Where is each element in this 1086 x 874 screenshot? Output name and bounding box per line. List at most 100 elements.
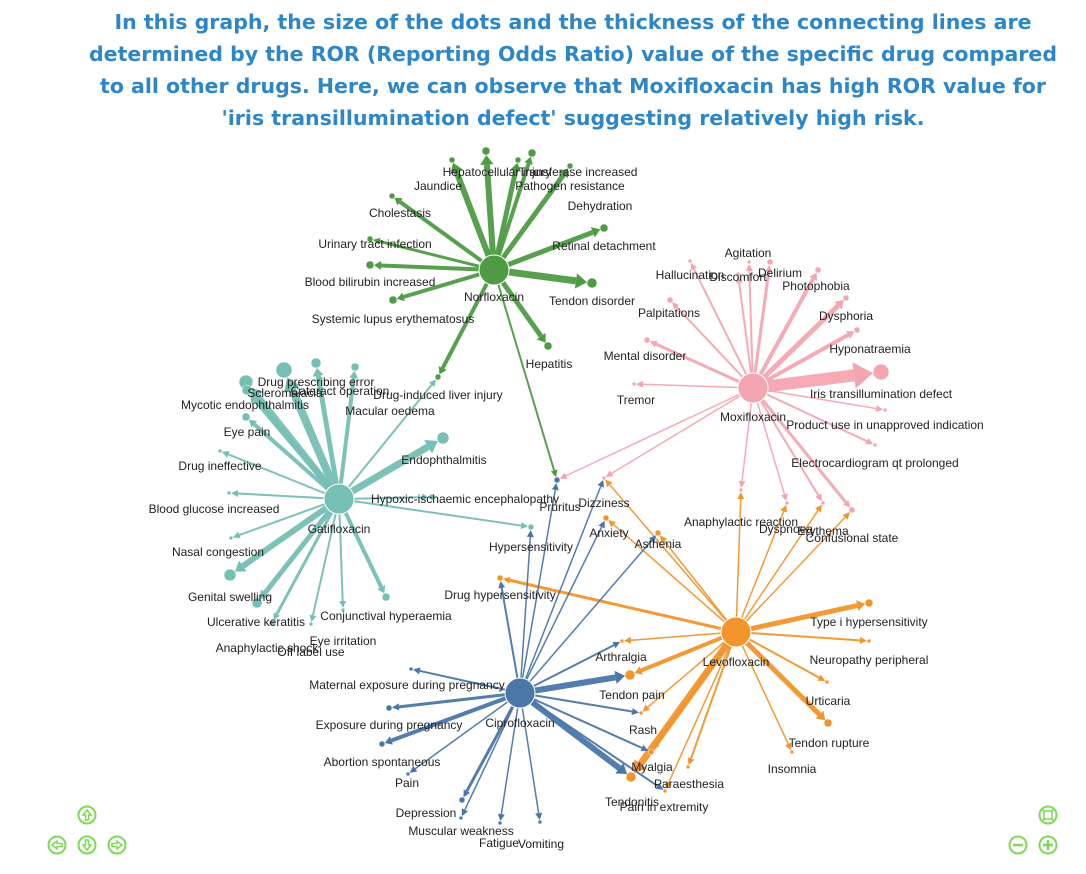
node-pain-in-extremity[interactable]: [662, 788, 668, 794]
edge-gatifloxacin-macular-oedema[interactable]: [337, 377, 356, 500]
node-insomnia[interactable]: [789, 749, 795, 755]
node-macular-oedema[interactable]: [350, 362, 360, 372]
zoom-out-button[interactable]: [1008, 835, 1028, 855]
edge-ciprofloxacin-myalgia[interactable]: [519, 692, 643, 749]
edge-levofloxacin-tendon-rupture[interactable]: [734, 630, 822, 717]
edge-norfloxacin-cholestasis[interactable]: [398, 200, 496, 272]
node-genital-swelling[interactable]: [223, 568, 237, 582]
edge-levofloxacin-insomnia[interactable]: [735, 631, 789, 745]
edge-ciprofloxacin-dizziness[interactable]: [519, 486, 602, 694]
node-hypoxic-ischaemic-encephalopathy[interactable]: [428, 493, 436, 501]
node-abortion-spontaneous[interactable]: [378, 740, 386, 748]
edge-moxifloxacin-iris-transillumination-defect[interactable]: [752, 369, 855, 394]
edge-gatifloxacin-nasal-congestion[interactable]: [239, 498, 340, 536]
hub-levofloxacin[interactable]: [720, 616, 752, 648]
node-vomiting[interactable]: [537, 819, 543, 825]
edge-gatifloxacin-drug-induced-liver-injury[interactable]: [338, 384, 433, 500]
node-drug-hypersensitivity[interactable]: [496, 574, 504, 582]
pan-right-button[interactable]: [107, 835, 127, 855]
node-myalgia[interactable]: [647, 748, 655, 756]
edge-ciprofloxacin-asthenia[interactable]: [519, 540, 653, 694]
edge-levofloxacin-drug-hypersensitivity[interactable]: [509, 578, 737, 634]
node-asthenia[interactable]: [654, 529, 662, 537]
node-palpitations[interactable]: [666, 296, 674, 304]
node-delirium[interactable]: [766, 258, 774, 266]
node-ulcerative-keratitis[interactable]: [251, 597, 263, 609]
node-depression[interactable]: [458, 796, 466, 804]
node-drug-ineffective[interactable]: [217, 448, 223, 454]
node-pain[interactable]: [405, 771, 411, 777]
edge-levofloxacin-dyspnoea[interactable]: [735, 511, 785, 633]
node-mycotic-endophthalmitis[interactable]: [241, 384, 253, 396]
edge-levofloxacin-tendon-pain[interactable]: [640, 630, 737, 673]
edge-levofloxacin-pain-in-extremity[interactable]: [667, 631, 737, 784]
node-blood-bilirubin-increased[interactable]: [365, 260, 375, 270]
edge-norfloxacin-dehydration[interactable]: [491, 173, 566, 272]
hub-ciprofloxacin[interactable]: [504, 677, 536, 709]
node-erythema[interactable]: [820, 500, 826, 506]
node-neuropathy-peripheral[interactable]: [866, 638, 872, 644]
edge-levofloxacin-arthralgia[interactable]: [630, 631, 737, 642]
edge-moxifloxacin-electrocardiogram-qt-prolonged[interactable]: [752, 387, 868, 443]
node-exposure-during-pregnancy[interactable]: [385, 704, 393, 712]
node-type-i-hypersensitivity[interactable]: [864, 598, 874, 608]
node-maternal-exposure-during-pregnancy[interactable]: [408, 666, 414, 672]
edge-levofloxacin-anaphylactic-reaction[interactable]: [735, 498, 742, 633]
edge-ciprofloxacin-vomiting[interactable]: [519, 692, 540, 814]
zoom-in-button[interactable]: [1038, 835, 1058, 855]
edge-norfloxacin-urinary-tract-infection[interactable]: [379, 239, 495, 272]
node-dyspnoea[interactable]: [784, 500, 790, 506]
node-pruritus[interactable]: [553, 476, 561, 484]
node-transferase-increased[interactable]: [527, 148, 537, 158]
edge-moxifloxacin-tremor[interactable]: [642, 383, 754, 389]
edge-moxifloxacin-confusional-state[interactable]: [751, 387, 847, 504]
edge-gatifloxacin-hypersensitivity[interactable]: [338, 498, 522, 527]
node-confusional-state[interactable]: [848, 506, 856, 514]
edge-gatifloxacin-off-label-use[interactable]: [311, 498, 340, 616]
edge-levofloxacin-urticaria[interactable]: [735, 631, 820, 679]
node-muscular-weakness[interactable]: [458, 815, 464, 821]
node-tendon-pain[interactable]: [624, 669, 636, 681]
node-iris-transillumination-defect[interactable]: [872, 363, 890, 381]
node-jaundice[interactable]: [448, 156, 456, 164]
edge-ciprofloxacin-pain-in-extremity[interactable]: [519, 692, 659, 787]
node-hypersensitivity[interactable]: [527, 523, 535, 531]
node-rash[interactable]: [638, 710, 644, 716]
edge-gatifloxacin-mycotic-endophthalmitis[interactable]: [253, 398, 341, 501]
edge-ciprofloxacin-tendonitis[interactable]: [518, 690, 622, 771]
node-dysphoria[interactable]: [842, 294, 850, 302]
node-endophthalmitis[interactable]: [436, 431, 450, 445]
node-tendon-rupture[interactable]: [823, 718, 833, 728]
node-eye-pain[interactable]: [241, 412, 251, 422]
node-conjunctival-hyperaemia[interactable]: [381, 592, 391, 602]
node-urticaria[interactable]: [824, 679, 830, 685]
pan-left-button[interactable]: [47, 835, 67, 855]
edge-ciprofloxacin-anxiety[interactable]: [519, 526, 603, 694]
node-hyponatraemia[interactable]: [853, 326, 861, 334]
node-cholestasis[interactable]: [388, 192, 396, 200]
edge-ciprofloxacin-drug-hypersensitivity[interactable]: [500, 587, 521, 694]
edge-ciprofloxacin-arthralgia[interactable]: [519, 644, 615, 694]
edge-levofloxacin-anxiety[interactable]: [613, 524, 737, 633]
node-tendonitis[interactable]: [625, 771, 637, 783]
edge-norfloxacin-retinal-detachment[interactable]: [493, 229, 594, 273]
node-arthralgia[interactable]: [619, 638, 625, 644]
node-hepatitis[interactable]: [543, 341, 553, 351]
edge-gatifloxacin-eye-irritation[interactable]: [338, 498, 344, 602]
node-agitation[interactable]: [746, 259, 752, 265]
edge-gatifloxacin-cataract-operation[interactable]: [315, 375, 342, 500]
node-off-label-use[interactable]: [308, 621, 314, 627]
edge-gatifloxacin-genital-swelling[interactable]: [241, 496, 341, 569]
node-discomfort[interactable]: [735, 271, 741, 277]
node-hallucination[interactable]: [687, 258, 693, 264]
hub-norfloxacin[interactable]: [478, 254, 510, 286]
edge-ciprofloxacin-exposure-during-pregnancy[interactable]: [398, 691, 521, 709]
node-tremor[interactable]: [631, 381, 637, 387]
node-fatigue[interactable]: [497, 820, 503, 826]
node-nasal-congestion[interactable]: [228, 535, 234, 541]
node-electrocardiogram-qt-prolonged[interactable]: [872, 442, 878, 448]
edge-gatifloxacin-drug-ineffective[interactable]: [227, 453, 340, 500]
edge-levofloxacin-erythema[interactable]: [735, 510, 819, 633]
edge-ciprofloxacin-tendon-pain[interactable]: [519, 674, 617, 696]
node-drug-induced-liver-injury[interactable]: [434, 373, 442, 381]
